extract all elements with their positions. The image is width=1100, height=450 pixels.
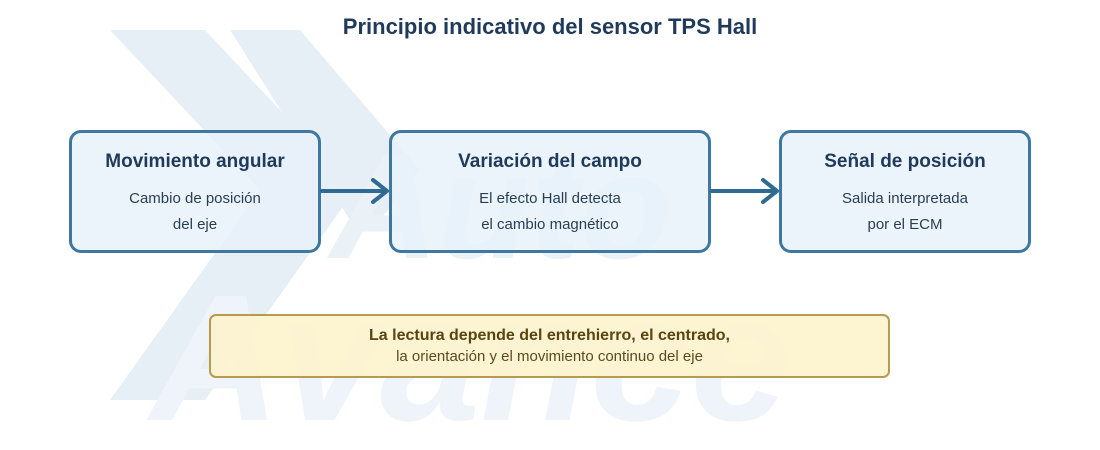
- step-description-line: por el ECM: [867, 216, 943, 233]
- step-box-movimiento-angular: Movimiento angular Cambio de posición de…: [69, 130, 321, 253]
- step-description-line: Salida interpretada: [842, 190, 968, 207]
- step-description-line: Cambio de posición: [129, 190, 261, 207]
- step-description: Salida interpretada por el ECM: [782, 186, 1028, 238]
- step-description-line: El efecto Hall detecta: [479, 190, 621, 207]
- note-line: la orientación y el movimiento continuo …: [396, 348, 703, 365]
- step-description-line: el cambio magnético: [481, 216, 619, 233]
- step-title: Variación del campo: [458, 151, 642, 172]
- step-box-variacion-del-campo: Variación del campo El efecto Hall detec…: [389, 130, 711, 253]
- watermark-chevron-small: [230, 30, 420, 220]
- step-description: El efecto Hall detecta el cambio magnéti…: [392, 186, 708, 238]
- step-box-senal-de-posicion: Señal de posición Salida interpretada po…: [779, 130, 1031, 253]
- step-title: Movimiento angular: [105, 151, 285, 172]
- diagram-title: Principio indicativo del sensor TPS Hall: [342, 14, 758, 39]
- step-description-line: del eje: [172, 216, 218, 233]
- note-line-bold: La lectura depende del entrehierro, el c…: [369, 327, 730, 344]
- note-box: La lectura depende del entrehierro, el c…: [209, 314, 890, 378]
- step-description: Cambio de posición del eje: [72, 186, 318, 238]
- step-title: Señal de posición: [824, 151, 986, 172]
